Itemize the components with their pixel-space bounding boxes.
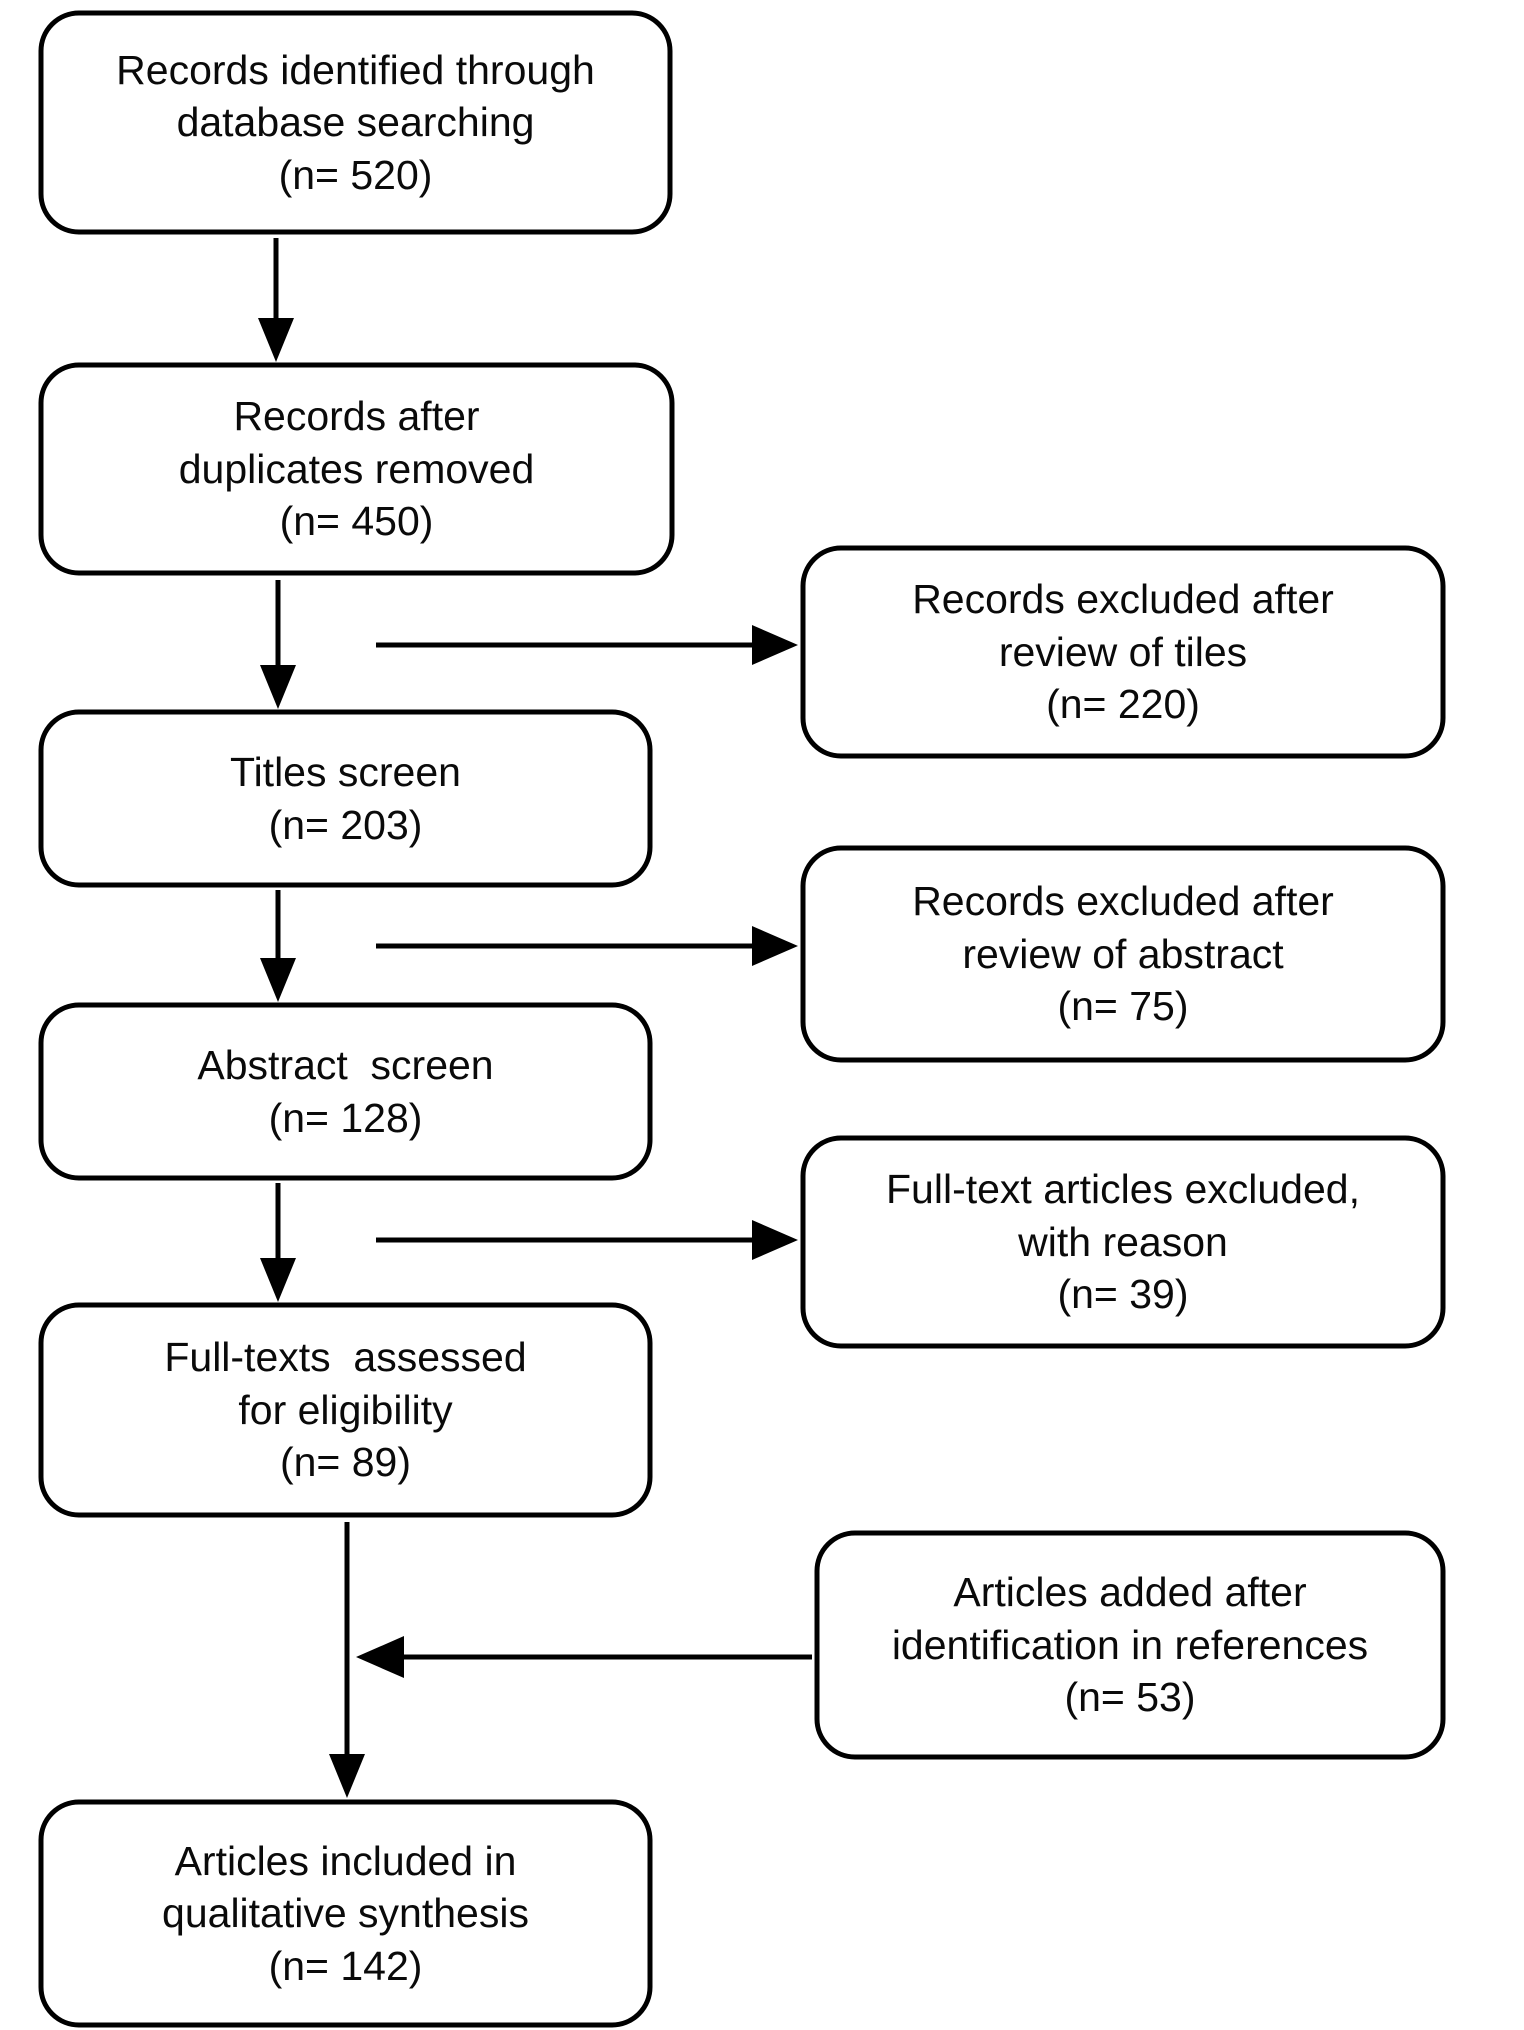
node-fulltext-excluded[interactable] [800, 1135, 1446, 1349]
node-duplicates-removed[interactable] [38, 362, 675, 576]
arrow-abstract-to-fulltexts [260, 1183, 296, 1302]
arrow-references-to-main [356, 1636, 812, 1678]
arrow-titles-to-abstract [260, 890, 296, 1002]
node-titles-screen[interactable] [38, 709, 653, 888]
arrow-fulltexts-to-included [329, 1522, 365, 1798]
node-articles-added-references[interactable] [814, 1530, 1446, 1760]
node-records-excluded-titles[interactable] [800, 545, 1446, 759]
node-articles-included[interactable] [38, 1799, 653, 2028]
arrow-to-excluded-titles [376, 625, 798, 665]
node-records-excluded-abstract[interactable] [800, 845, 1446, 1063]
arrow-to-fulltext-excluded [376, 1220, 798, 1260]
node-fulltexts-assessed[interactable] [38, 1302, 653, 1518]
node-abstract-screen[interactable] [38, 1002, 653, 1181]
arrow-identified-to-duplicates [258, 238, 294, 362]
node-records-identified[interactable] [38, 10, 673, 235]
arrow-to-excluded-abstract [376, 926, 798, 966]
arrow-duplicates-to-titles [260, 580, 296, 709]
